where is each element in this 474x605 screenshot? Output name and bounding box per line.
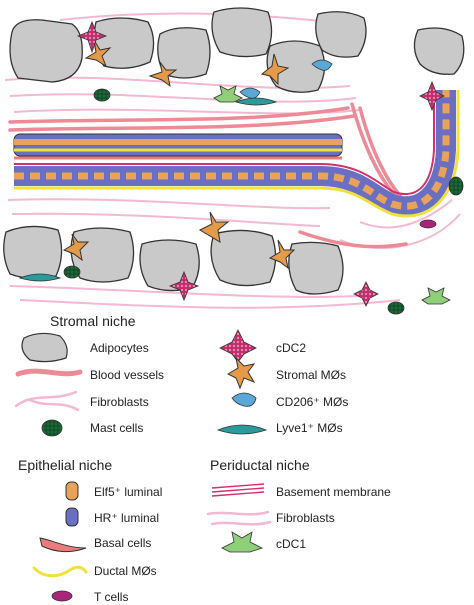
legend: Stromal niche Adipocytes Blood vessels F… (14, 313, 391, 604)
adipocytes-bottom (3, 225, 344, 295)
legend-label-blood-vessels: Blood vessels (90, 368, 164, 382)
t-cells-tissue (419, 219, 437, 229)
cd206-macrophages-tissue (239, 59, 333, 99)
mast-cells-tissue (63, 88, 464, 315)
tissue-illustration (3, 7, 465, 315)
cdc2-cells (76, 20, 445, 307)
legend-label-periductal-fibroblasts: Fibroblasts (276, 511, 335, 525)
legend-label-hr-luminal: HR⁺ luminal (94, 511, 159, 525)
ducts (13, 90, 460, 218)
mast-cell-icon (41, 419, 63, 437)
legend-label-cdc1: cDC1 (276, 537, 306, 551)
fibroblast-icon (14, 390, 80, 412)
fibroblast-strands (4, 12, 461, 309)
basement-membrane-icon (211, 483, 265, 497)
legend-label-basement-membrane: Basement membrane (276, 485, 391, 499)
adipocytes-top (9, 7, 465, 93)
periductal-niche-title: Periductal niche (210, 457, 310, 473)
epithelial-niche-title: Epithelial niche (18, 457, 112, 473)
legend-label-fibroblasts: Fibroblasts (90, 395, 149, 409)
adipocyte (9, 19, 83, 83)
blood-vessel-icon (15, 368, 83, 377)
basal-cell-icon (39, 537, 87, 553)
stromal-niche-title: Stromal niche (50, 313, 136, 329)
cd206-macrophage-icon (231, 392, 257, 407)
blood-vessels (8, 102, 410, 249)
legend-label-stromal-macrophages: Stromal MØs (276, 368, 346, 382)
adipocyte (3, 225, 63, 280)
periductal-fibroblast-icon (206, 510, 272, 526)
lyve1-macrophages-tissue (18, 97, 278, 282)
lyve1-macrophage-icon (216, 424, 268, 435)
stromal-macrophages (62, 39, 296, 270)
adipocyte (288, 241, 344, 295)
legend-label-elf5-luminal: Elf5⁺ luminal (94, 485, 162, 499)
legend-label-cdc2: cDC2 (276, 341, 306, 355)
t-cell-icon (51, 590, 73, 602)
cdc1-cells-tissue (213, 85, 451, 305)
cdc1-icon (221, 531, 264, 553)
legend-label-ductal-macrophages: Ductal MØs (94, 564, 157, 578)
adipocyte (413, 27, 465, 75)
legend-label-basal-cells: Basal cells (94, 536, 151, 550)
adipocyte (315, 11, 367, 58)
adipocyte (210, 229, 277, 287)
legend-label-mast-cells: Mast cells (90, 421, 143, 435)
legend-label-cd206-macrophages: CD206⁺ MØs (276, 395, 348, 409)
cdc2-icon (219, 329, 257, 363)
legend-label-lyve1-macrophages: Lyve1⁺ MØs (276, 421, 343, 435)
hr-luminal-icon (65, 507, 79, 527)
adipocyte (211, 7, 273, 58)
legend-label-t-cells: T cells (94, 590, 128, 604)
stromal-macrophage-icon (226, 356, 256, 390)
elf5-luminal-icon (65, 481, 79, 501)
ductal-macrophage-icon (32, 565, 88, 578)
legend-label-adipocytes: Adipocytes (90, 341, 149, 355)
adipocyte-icon (21, 332, 68, 363)
